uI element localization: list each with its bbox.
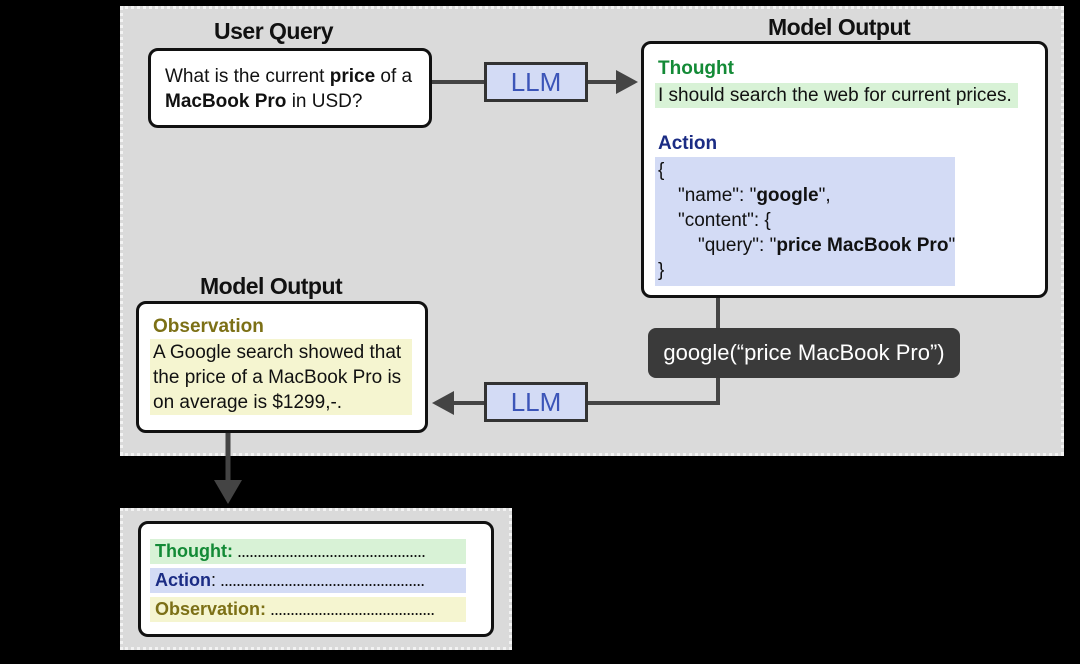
user-query-box: What is the current price of a MacBook P…: [148, 48, 432, 128]
action-label: Action: [658, 133, 718, 154]
model-output-title-bottom: Model Output: [200, 273, 343, 299]
tool-call-pill: google(“price MacBook Pro”): [648, 328, 960, 378]
observation-line-3: on average is $1299,-.: [153, 392, 343, 413]
arrow-head-down: [214, 480, 242, 504]
code-name-line: "name": "google",: [678, 185, 831, 206]
action-code-block: [655, 157, 955, 286]
summary-observation-label: Observation:: [155, 599, 267, 619]
observation-line-1: A Google search showed that: [153, 342, 402, 363]
code-close-brace: }: [658, 260, 665, 281]
code-query-line: "query": "price MacBook Pro": [698, 235, 956, 256]
observation-label: Observation: [153, 316, 264, 337]
user-query-line-2: MacBook Pro in USD?: [165, 91, 363, 112]
user-query-title: User Query: [214, 18, 334, 44]
summary-thought-row: Thought: ...............................…: [150, 539, 466, 564]
code-open-brace: {: [658, 160, 665, 181]
summary-thought-label: Thought:: [155, 541, 233, 561]
arrow-head-left: [432, 391, 454, 415]
llm-box-bottom: LLM: [484, 382, 588, 422]
user-query-line-1: What is the current price of a: [165, 66, 413, 87]
summary-action-colon: :: [211, 570, 217, 590]
thought-text: I should search the web for current pric…: [655, 83, 1018, 108]
summary-thought-dots: ........................................…: [232, 541, 426, 561]
summary-box: Thought: ...............................…: [138, 521, 494, 637]
observation-line-2: the price of a MacBook Pro is: [153, 367, 402, 388]
summary-action-label: Action: [155, 570, 211, 590]
summary-observation-row: Observation: ...........................…: [150, 597, 466, 622]
arrow-head-right: [616, 70, 638, 94]
tool-to-llm-line: [588, 378, 720, 405]
summary-action-dots: ........................................…: [216, 570, 425, 590]
summary-action-row: Action: ................................…: [150, 568, 466, 593]
summary-observation-dots: ........................................…: [266, 599, 435, 619]
model-output-box-top: Thought I should search the web for curr…: [641, 41, 1048, 298]
llm-box-top: LLM: [484, 62, 588, 102]
model-output-title-top: Model Output: [768, 14, 911, 40]
code-content-line: "content": {: [678, 210, 771, 231]
thought-label: Thought: [658, 58, 734, 79]
observation-box: Observation A Google search showed that …: [136, 301, 428, 433]
observation-highlight: [150, 339, 412, 415]
